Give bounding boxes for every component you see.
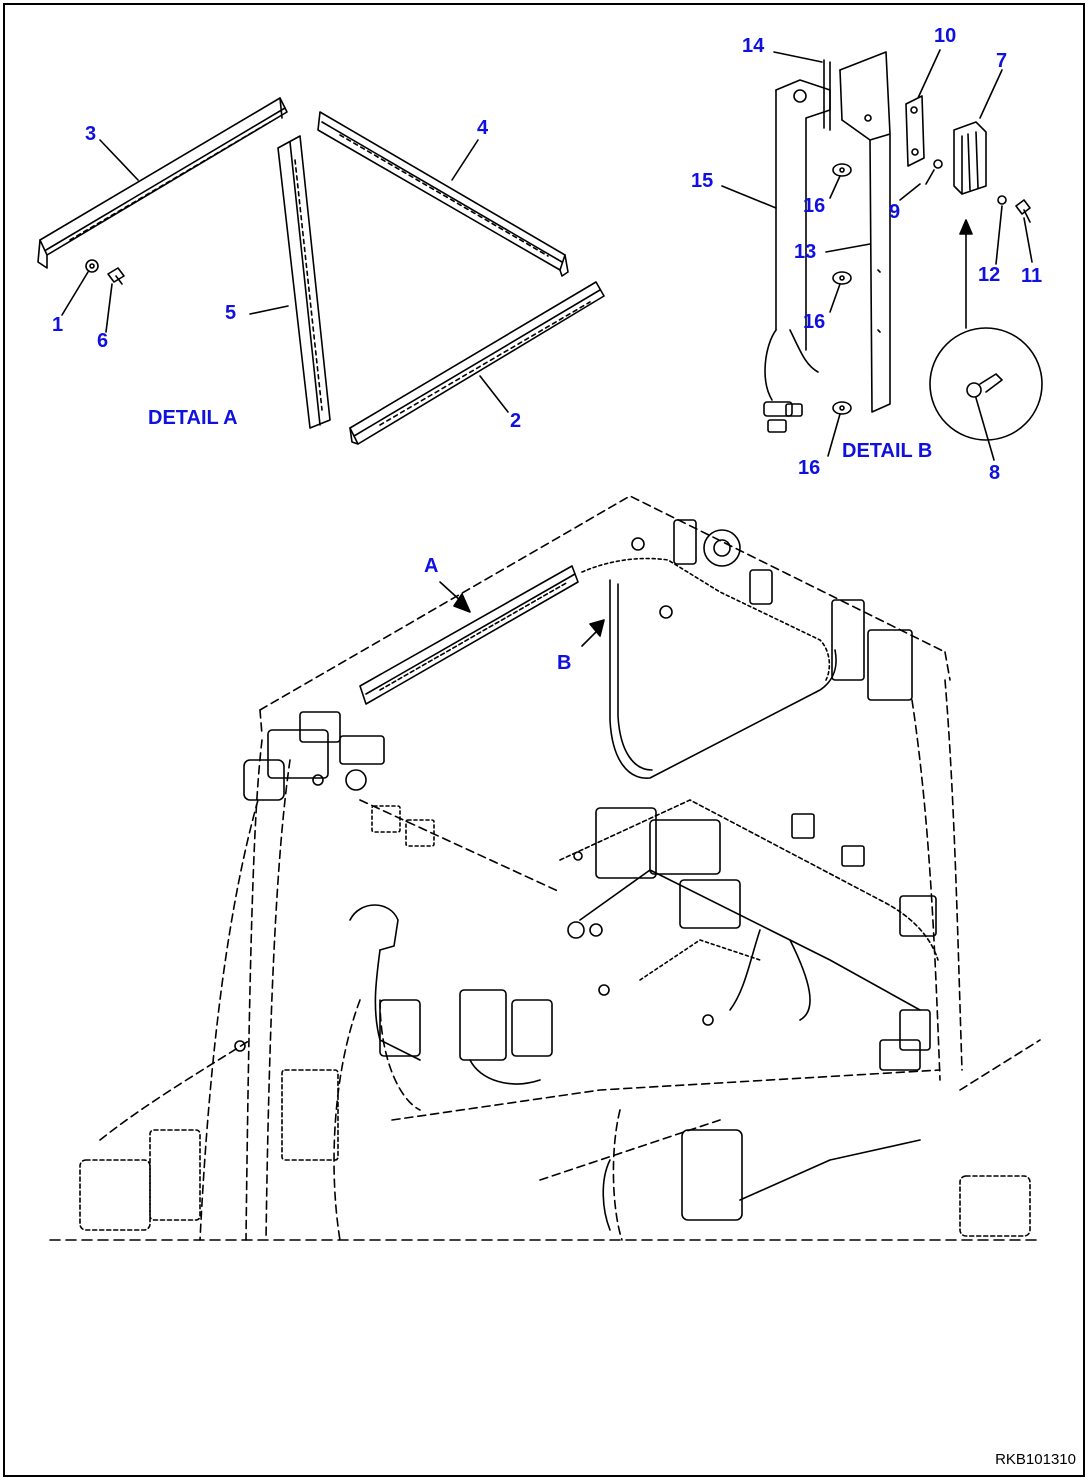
cab-roof — [260, 496, 950, 892]
part-14-strip — [824, 60, 830, 130]
detail-a-title: DETAIL A — [148, 407, 238, 429]
callout-5: 5 — [225, 302, 237, 324]
roof-harness — [582, 559, 829, 681]
part-4-rail — [318, 112, 568, 276]
callout-11: 11 — [1021, 265, 1043, 287]
arrow-a-label: A — [424, 555, 439, 577]
callout-14: 14 — [742, 35, 765, 57]
cab-rail-a — [360, 566, 578, 704]
cab-roof-panel — [610, 580, 836, 778]
callout-2: 2 — [510, 410, 522, 432]
arrow-b — [582, 620, 604, 646]
callout-10: 10 — [934, 25, 957, 47]
callout-16-top: 16 — [803, 195, 826, 217]
part-8-magnified-view — [930, 328, 1042, 440]
part-1-nut — [86, 260, 98, 272]
cab-right-pillar — [912, 680, 1040, 1090]
roof-lamps — [632, 520, 912, 700]
part-12-washer — [998, 196, 1006, 204]
callout-8: 8 — [989, 462, 1001, 484]
cab-left-pillar — [200, 740, 290, 1240]
center-harness — [560, 800, 938, 1020]
callout-6: 6 — [97, 330, 109, 352]
arrow-b-label: B — [557, 652, 572, 674]
callout-3: 3 — [85, 123, 97, 145]
part-16-clip — [833, 164, 851, 414]
part-3-rail — [38, 98, 287, 268]
part-9-screw — [926, 160, 942, 184]
part-13-plate — [840, 52, 890, 412]
detail-a-drawing — [38, 98, 604, 444]
callout-16-bottom: 16 — [798, 457, 821, 479]
part-11-screw — [1016, 200, 1030, 222]
callout-7: 7 — [996, 50, 1008, 72]
callout-4: 4 — [477, 117, 489, 139]
left-roof-assembly — [244, 712, 434, 846]
cab-console — [50, 1000, 1040, 1240]
control-lever — [350, 905, 552, 1084]
arrow-a — [440, 582, 470, 612]
callout-12: 12 — [978, 264, 1001, 286]
drawing-frame — [3, 3, 1085, 1477]
rear-right-assembly — [603, 1010, 930, 1230]
detail-b-title: DETAIL B — [842, 440, 933, 462]
drawing-reference-code: RKB101310 — [995, 1451, 1076, 1468]
part-10-plate — [906, 96, 924, 166]
left-lower-panel — [80, 1070, 1030, 1236]
part-5-rail — [278, 136, 330, 428]
part-2-rail — [350, 282, 604, 444]
callout-9: 9 — [889, 201, 901, 223]
cab-main-view — [50, 496, 1040, 1240]
callout-15: 15 — [691, 170, 714, 192]
connectors — [235, 775, 713, 1051]
part-6-bolt — [108, 268, 124, 284]
callout-1: 1 — [52, 314, 64, 336]
callout-13: 13 — [794, 241, 817, 263]
part-7-lamp — [954, 122, 986, 194]
callout-16-middle: 16 — [803, 311, 826, 333]
detail-b-drawing — [722, 50, 1042, 460]
